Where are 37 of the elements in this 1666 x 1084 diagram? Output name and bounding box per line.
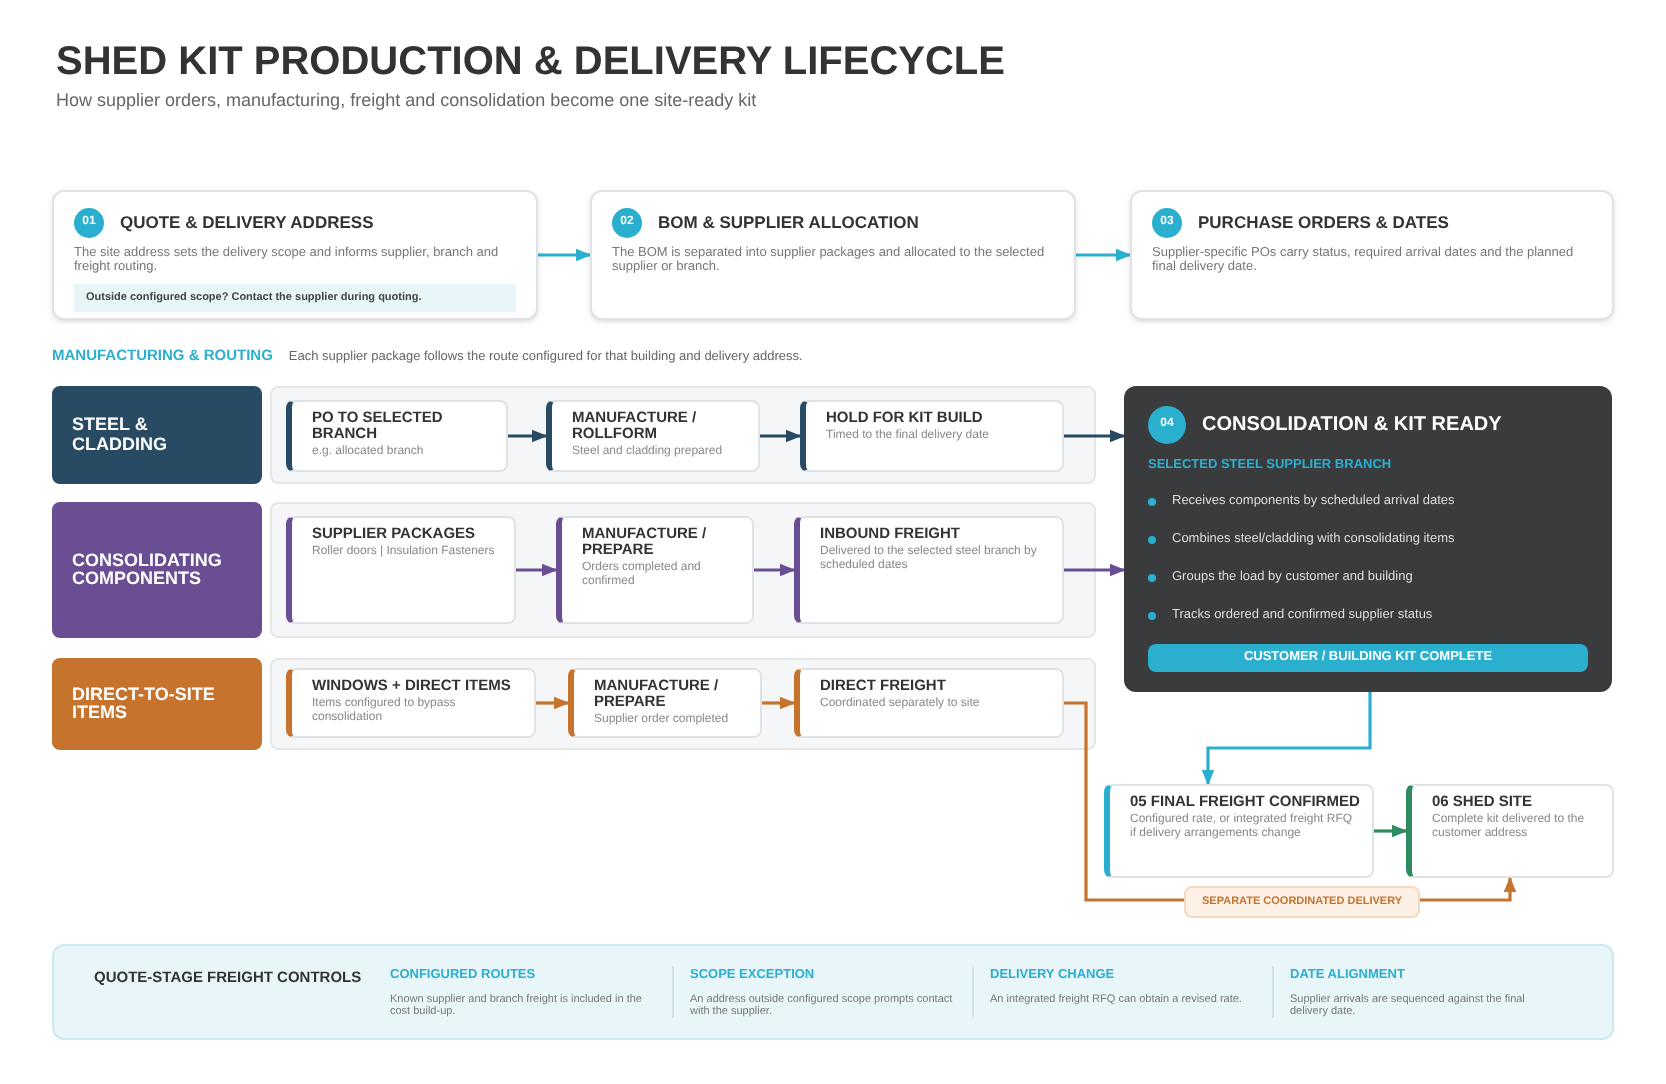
consolidation-card: [1124, 386, 1612, 692]
arrow: [508, 429, 548, 443]
diagram-subtitle: How supplier orders, manufacturing, freight and consolidation become one site-ready kit: [56, 88, 757, 114]
stage-box: [794, 668, 1064, 738]
stage-box: [286, 400, 508, 472]
stage-box: [1406, 784, 1614, 878]
stage-box: [1104, 784, 1374, 878]
lane-label: STEEL & CLADDING: [52, 386, 262, 484]
arrow: [538, 248, 592, 262]
stage-box: [546, 400, 760, 472]
arrow: [1201, 692, 1372, 786]
arrow: [536, 696, 570, 710]
arrow: [1064, 429, 1126, 443]
step-card: [52, 190, 538, 320]
arrow: [516, 563, 558, 577]
step-card: [1130, 190, 1614, 320]
arrow: [1374, 824, 1408, 838]
stage-box: [556, 516, 754, 624]
stage-box: [800, 400, 1064, 472]
step-heading: PURCHASE ORDERS & DATES: [1198, 210, 1449, 236]
arrow: [1064, 563, 1126, 577]
lane-label: DIRECT-TO-SITE ITEMS: [52, 658, 262, 750]
arrow: [754, 563, 796, 577]
arrow: [762, 696, 796, 710]
arrow: [760, 429, 802, 443]
stage-box: [286, 668, 536, 738]
card-heading: CONSOLIDATION & KIT READY: [1202, 412, 1502, 440]
diagram-title: SHED KIT PRODUCTION & DELIVERY LIFECYCLE: [56, 38, 1005, 88]
controls-panel: [52, 944, 1614, 1040]
stage-box: [568, 668, 762, 738]
step-card: [590, 190, 1076, 320]
lane-label: CONSOLIDATING COMPONENTS: [52, 502, 262, 638]
stage-box: [794, 516, 1064, 624]
step-heading: BOM & SUPPLIER ALLOCATION: [658, 210, 919, 236]
step-heading: QUOTE & DELIVERY ADDRESS: [120, 210, 374, 236]
arrow: [1076, 248, 1132, 262]
stage-box: [286, 516, 516, 624]
